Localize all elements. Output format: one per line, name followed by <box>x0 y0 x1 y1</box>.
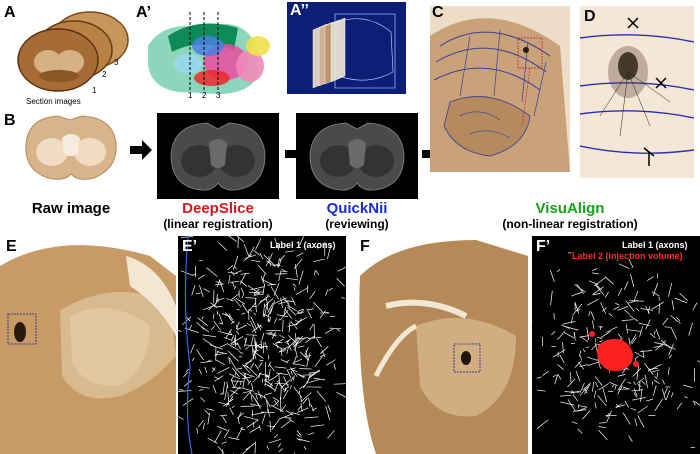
visualign-title: VisuAlign <box>535 200 605 217</box>
e-prime-legend-axons: Label 1 (axons) <box>270 240 336 250</box>
section-num-2: 2 <box>102 70 107 79</box>
panel-f <box>356 236 528 454</box>
f-prime-legend-axons: Label 1 (axons) <box>622 240 688 250</box>
f-prime-legend-injection: Label 2 (injection volume) <box>572 251 683 261</box>
volume-sections-image <box>287 2 406 94</box>
panel-c <box>430 6 570 172</box>
panel-a-double-prime-label: A’’ <box>290 2 309 19</box>
stacked-sections-image <box>17 11 129 92</box>
panel-e-prime <box>178 236 346 454</box>
deepslice-thumb <box>157 113 279 199</box>
raw-image-title: Raw image <box>31 200 111 217</box>
panel-e-label: E <box>6 238 17 255</box>
panel-a <box>0 0 140 110</box>
plane-num-2: 2 <box>202 91 207 100</box>
panel-d-label: D <box>584 8 596 25</box>
panel-e <box>0 236 176 454</box>
section-num-3: 3 <box>114 58 119 67</box>
panel-f-prime <box>532 236 700 454</box>
raw-image-thumb <box>18 108 124 188</box>
panel-f-prime-label: F’ <box>536 238 551 255</box>
quicknii-subtitle: (reviewing) <box>325 217 389 231</box>
panel-a-prime <box>138 6 280 106</box>
panel-a-double-prime <box>287 2 406 94</box>
quicknii-thumb <box>296 113 418 199</box>
panel-e-prime-label: E’ <box>182 238 198 255</box>
deepslice-subtitle: (linear registration) <box>163 217 273 231</box>
atlas-3d-image <box>148 12 270 94</box>
panel-c-label: C <box>432 4 444 21</box>
panel-a-label: A <box>4 4 16 21</box>
panel-f-label: F <box>360 238 370 255</box>
deepslice-title: DeepSlice <box>182 200 254 217</box>
panel-b-label: B <box>4 112 16 129</box>
visualign-subtitle: (non-linear registration) <box>502 217 638 231</box>
quicknii-title: QuickNii <box>326 200 388 217</box>
panel-d <box>580 6 694 178</box>
plane-num-3: 3 <box>216 91 221 100</box>
section-num-1: 1 <box>92 86 97 95</box>
arrow-1 <box>128 138 154 162</box>
plane-num-1: 1 <box>188 91 193 100</box>
panel-a-prime-label: A’ <box>136 4 152 21</box>
section-images-caption: Section images <box>26 97 81 106</box>
